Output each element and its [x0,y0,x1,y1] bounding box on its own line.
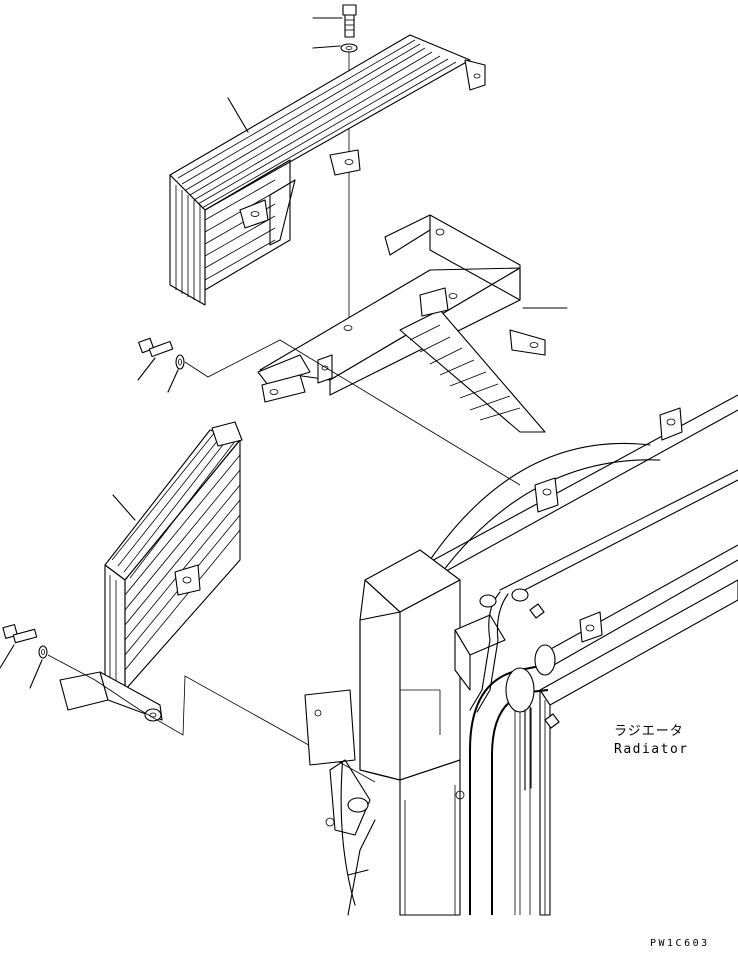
upper-cooler [169,34,486,306]
top-bolt [342,4,357,38]
assembly-line-lower [47,654,376,783]
radiator-assembly [304,394,738,916]
shroud-bracket [257,214,546,433]
lower-washer [38,645,48,659]
leader-mid-bolt [137,357,156,381]
leader-top-washer [312,45,341,49]
lower-cooler [59,421,243,722]
mid-washer [175,354,185,370]
lower-bolt [2,624,38,644]
leader-lower-washer [29,659,43,689]
radiator-label-en: Radiator [614,742,689,757]
radiator-label-jp: ラジエータ [614,724,684,739]
drawing-code: PW1C603 [650,938,710,949]
assembly-line-mid [184,339,521,486]
leader-upper-cooler [227,97,249,133]
leader-lower-bolt [0,644,15,669]
leader-mid-washer [167,369,179,393]
top-washer [340,43,358,53]
mid-bolt [138,337,174,358]
leader-lower-cooler [112,494,136,521]
